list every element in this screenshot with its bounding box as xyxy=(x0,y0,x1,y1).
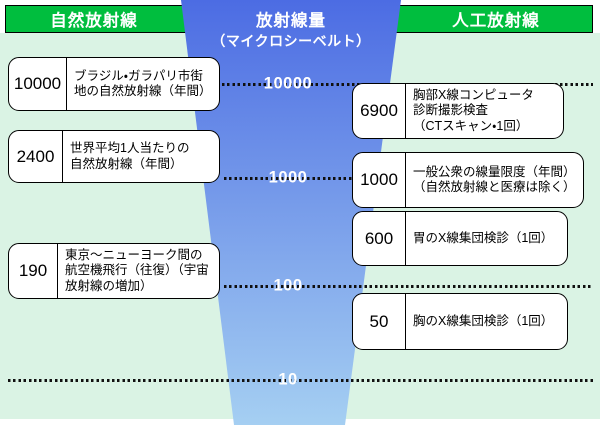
natural-item-tokyo-newyork-flight: 190 東京～ニューヨーク間の 航空機飛行（往復）（宇宙 放射線の増加） xyxy=(8,243,220,299)
scale-label-100: 100 xyxy=(273,276,303,295)
dose-value: 1000 xyxy=(353,153,406,207)
artificial-item-chest-xray: 50 胸のX線集団検診（1回） xyxy=(352,293,568,350)
dose-value: 10000 xyxy=(9,58,67,110)
dose-value: 190 xyxy=(9,244,58,298)
header-dose-subtitle: （マイクロシーベルト） xyxy=(211,33,371,49)
natural-item-world-average: 2400 世界平均1人当たりの 自然放射線（年間） xyxy=(8,130,220,183)
scale-line-10 xyxy=(8,379,593,382)
header-artificial-radiation: 人工放射線 xyxy=(452,12,540,30)
dose-description: 胃のX線集団検診（1回） xyxy=(413,230,554,245)
scale-label-10000: 10000 xyxy=(263,74,313,93)
dose-value: 6900 xyxy=(353,84,406,138)
dose-description: 世界平均1人当たりの 自然放射線（年間） xyxy=(70,141,190,171)
scale-line-100 xyxy=(224,285,593,288)
header-natural-radiation: 自然放射線 xyxy=(50,12,138,30)
dose-value: 2400 xyxy=(9,131,63,182)
natural-item-brazil-guarapari: 10000 ブラジル・ガラパリ市街 地の自然放射線（年間） xyxy=(8,57,220,111)
dose-description: 胸部X線コンピュータ 診断撮影検査 （CTスキャン・1回） xyxy=(413,87,534,133)
dose-value: 50 xyxy=(353,294,406,349)
scale-label-1000: 1000 xyxy=(268,168,308,187)
scale-label-10: 10 xyxy=(278,370,298,389)
scale-line-1000 xyxy=(224,177,352,180)
artificial-item-public-dose-limit: 1000 一般公衆の線量限度（年間） （自然放射線と医療は除く） xyxy=(352,152,584,208)
dose-description: 胸のX線集団検診（1回） xyxy=(413,313,554,328)
artificial-item-stomach-xray: 600 胃のX線集団検診（1回） xyxy=(352,211,568,266)
dose-value: 600 xyxy=(353,212,406,265)
artificial-item-ct-scan: 6900 胸部X線コンピュータ 診断撮影検査 （CTスキャン・1回） xyxy=(352,83,564,139)
dose-description: 東京～ニューヨーク間の 航空機飛行（往復）（宇宙 放射線の増加） xyxy=(65,247,209,293)
dose-description: ブラジル・ガラパリ市街 地の自然放射線（年間） xyxy=(74,68,212,99)
header-dose-title: 放射線量 xyxy=(256,12,326,30)
dose-description: 一般公衆の線量限度（年間） （自然放射線と医療は除く） xyxy=(413,164,576,195)
